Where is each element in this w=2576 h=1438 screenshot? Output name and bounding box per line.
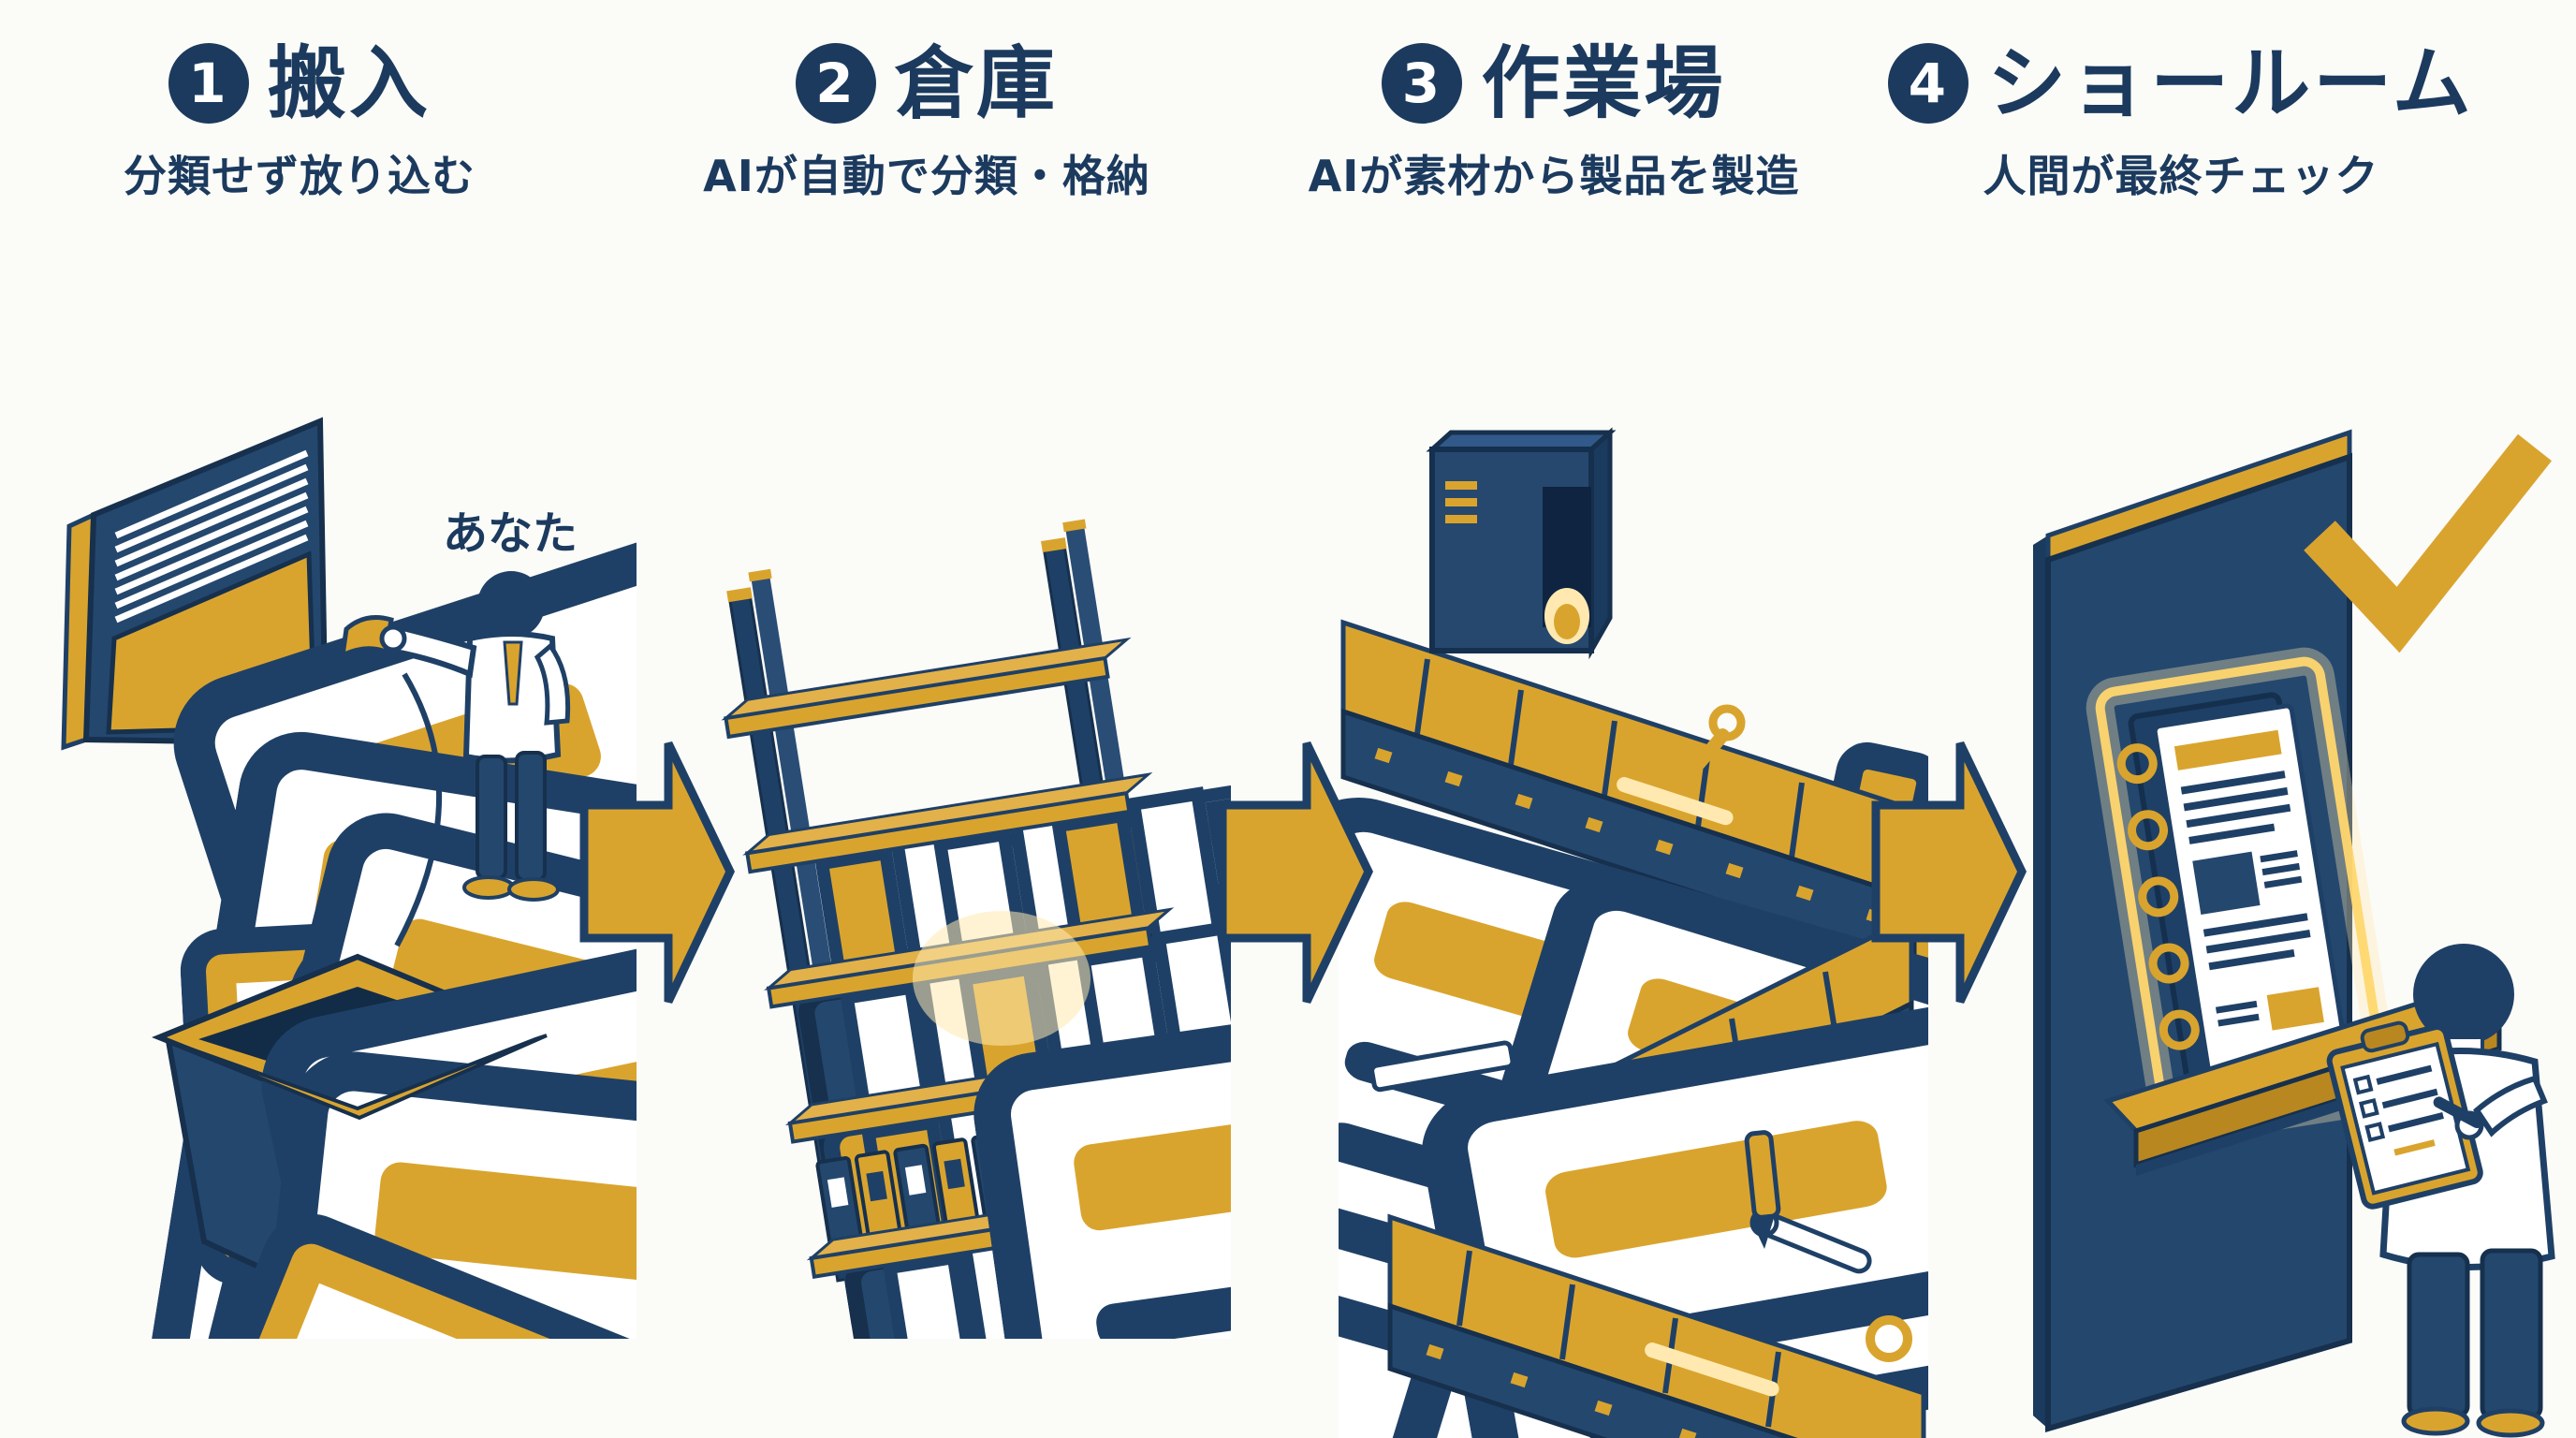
step-header-4: 4 ショールーム 人間が最終チェック <box>1881 43 2481 204</box>
step-title-text-3: 作業場 <box>1481 37 1726 129</box>
step-number-badge-1: 1 <box>168 43 249 124</box>
toss-arc-line <box>394 672 442 947</box>
step-header-3: 3 作業場 AIが素材から製品を製造 <box>1254 43 1853 204</box>
step-title-text-4: ショールーム <box>1987 37 2474 129</box>
processing-machine-icon <box>1426 427 1617 660</box>
sorting-robot-icon <box>913 911 1231 1339</box>
step-arrow-icon-2 <box>1218 741 1373 1004</box>
step-subtitle-1: 分類せず放り込む <box>124 151 476 201</box>
clipboard-icon <box>2326 1020 2483 1210</box>
product-book-icon <box>2116 692 2350 1108</box>
checkmark-icon <box>2304 433 2553 653</box>
you-label: あなた <box>442 507 578 560</box>
step-header-2: 2 倉庫 AIが自動で分類・格納 <box>627 43 1226 204</box>
step-title-2: 2 倉庫 <box>627 43 1226 124</box>
tossed-paper-icon <box>339 615 394 660</box>
falling-documents-icons <box>149 512 637 1339</box>
step-subtitle-2: AIが自動で分類・格納 <box>703 151 1150 201</box>
glow-streak <box>1645 1343 1779 1397</box>
step-number-badge-3: 3 <box>1382 43 1463 124</box>
pen-icon <box>2433 1096 2483 1129</box>
step-arrow-icon-3 <box>1871 741 2027 1004</box>
robot-pen-icon <box>1744 1130 1912 1362</box>
glow-streak <box>1617 777 1734 826</box>
step-subtitle-3: AIが素材から製品を製造 <box>1308 151 1800 201</box>
step-title-text-1: 搬入 <box>267 37 431 129</box>
step-title-1: 1 搬入 <box>0 43 599 124</box>
panel-intake-illustration <box>61 417 637 1339</box>
inspector-figure <box>2326 944 2555 1438</box>
step-subtitle-4: 人間が最終チェック <box>1983 151 2379 201</box>
step-title-text-2: 倉庫 <box>894 37 1058 129</box>
panel-showroom-illustration <box>2033 429 2555 1438</box>
conveyor-bottom-icon <box>1387 1213 1926 1438</box>
step-title-4: 4 ショールーム <box>1881 43 2481 124</box>
step-number-badge-2: 2 <box>795 43 876 124</box>
intake-bin-icon <box>146 913 637 1339</box>
person-figure <box>379 571 571 902</box>
panel-workshop-illustration <box>1339 427 1928 1438</box>
panel-warehouse-illustration <box>721 519 1231 1339</box>
step-header-1: 1 搬入 分類せず放り込む <box>0 43 599 204</box>
step-number-badge-4: 4 <box>1888 43 1969 124</box>
wrench-tool-icon <box>1692 704 1746 770</box>
step-arrow-icon-1 <box>579 741 735 1004</box>
held-paper-stack-icon <box>1369 988 1928 1438</box>
step-title-3: 3 作業場 <box>1254 43 1853 124</box>
